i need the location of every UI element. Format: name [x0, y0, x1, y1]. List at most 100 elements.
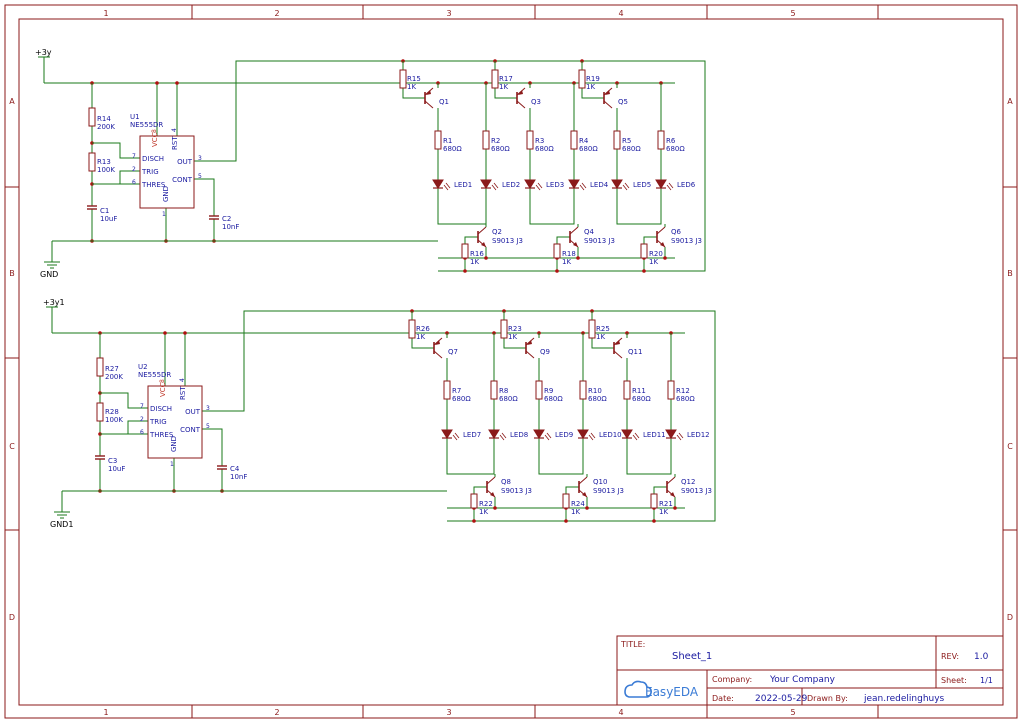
transistor-collector	[603, 100, 613, 109]
pin-number: 4	[171, 128, 178, 132]
transistor-collector	[613, 350, 623, 359]
resistor-value: 680Ω	[452, 395, 471, 403]
transistor-ref: Q8	[501, 478, 511, 486]
resistor-ref: R22	[479, 500, 493, 508]
wire	[411, 338, 434, 349]
junction	[183, 331, 187, 335]
wire	[194, 178, 215, 216]
resistor	[88, 107, 96, 127]
resistor-ref: R1	[443, 137, 452, 145]
column-marker: 4	[618, 9, 623, 18]
pin-number: 3	[206, 405, 210, 412]
row-marker: C	[1007, 442, 1013, 451]
led-arrow	[491, 184, 497, 191]
row-marker: B	[1007, 269, 1013, 278]
led-ref: LED12	[687, 431, 710, 439]
row-marker: A	[1007, 97, 1013, 106]
resistor-value: 680Ω	[632, 395, 651, 403]
resistor	[500, 319, 508, 339]
junction	[652, 519, 656, 523]
column-marker: 3	[446, 708, 451, 717]
pin-label: OUT	[185, 408, 201, 416]
capacitor-ref: C2	[222, 215, 231, 223]
drawn-by-value: jean.redelinghuys	[863, 694, 945, 704]
resistor	[657, 130, 665, 150]
transistor-ref: Q2	[492, 228, 502, 236]
resistor	[526, 130, 534, 150]
resistor-value: 1K	[416, 333, 425, 341]
transistor-part: S9013 J3	[593, 487, 624, 495]
supply-net-label: +3y1	[43, 298, 65, 307]
transistor-ref: Q5	[618, 98, 628, 106]
transistor-ref: Q11	[628, 348, 642, 356]
resistor-value: 680Ω	[588, 395, 607, 403]
pin-label: VCC	[151, 132, 159, 147]
resistor-ref: R3	[535, 137, 544, 145]
capacitor-ref: C1	[100, 207, 109, 215]
resistor-value: 680Ω	[544, 395, 563, 403]
resistor-value: 680Ω	[579, 145, 598, 153]
pin-number: 7	[140, 403, 144, 410]
resistor	[553, 243, 561, 259]
led-symbol	[577, 429, 589, 439]
transistor-part: S9013 J3	[671, 237, 702, 245]
resistor-ref: R26	[416, 325, 430, 333]
pin-label: TRIG	[141, 168, 159, 176]
resistor	[535, 380, 543, 400]
title-label: TITLE:	[620, 640, 645, 649]
resistor-value: 680Ω	[676, 395, 695, 403]
transistor-part: S9013 J3	[501, 487, 532, 495]
wire	[643, 236, 657, 244]
led-arrow	[678, 432, 684, 439]
resistor-value: 680Ω	[499, 395, 518, 403]
pin-label: THRES	[149, 431, 174, 439]
resistor-value: 100K	[97, 166, 115, 174]
transistor-arrow	[573, 242, 578, 247]
components	[38, 56, 684, 519]
pin-label: VCC	[159, 382, 167, 397]
led-ref: LED6	[677, 181, 696, 189]
pin-label: RST	[179, 386, 187, 400]
resistor-value: 200K	[97, 123, 115, 131]
title-value: Sheet_1	[672, 651, 712, 662]
capacitor-value: 10nF	[230, 473, 247, 481]
resistor-ref: R6	[666, 137, 676, 145]
wire	[616, 188, 662, 225]
resistor-ref: R11	[632, 387, 646, 395]
resistor	[491, 69, 499, 89]
capacitor-value: 10uF	[108, 465, 125, 473]
led-symbol	[441, 429, 453, 439]
pin-label: OUT	[177, 158, 193, 166]
transistor-collector	[569, 226, 579, 235]
pin-number: 8	[151, 129, 158, 133]
wire	[100, 420, 148, 435]
resistor-ref: R8	[499, 387, 508, 395]
resistor-value: 1K	[571, 508, 580, 516]
column-marker: 5	[790, 708, 795, 717]
resistor-value: 680Ω	[666, 145, 685, 153]
resistor-ref: R2	[491, 137, 500, 145]
wire	[202, 310, 716, 522]
row-marker: D	[9, 613, 15, 622]
led-arrow	[537, 182, 543, 189]
led-arrow	[581, 182, 587, 189]
pin-number: 5	[206, 423, 210, 430]
led-arrow	[546, 432, 552, 439]
led-arrow	[579, 184, 585, 191]
resistor-ref: R28	[105, 408, 119, 416]
resistor-ref: R19	[586, 75, 600, 83]
wire	[565, 486, 579, 494]
resistor-value: 100K	[105, 416, 123, 424]
resistor	[88, 152, 96, 172]
led-symbol	[621, 429, 633, 439]
led-ref: LED3	[546, 181, 564, 189]
resistor-ref: R15	[407, 75, 421, 83]
pin-label: RST	[171, 136, 179, 150]
junction	[155, 81, 159, 85]
resistor	[650, 493, 658, 509]
pin-number: 6	[140, 429, 144, 436]
resistor	[470, 493, 478, 509]
